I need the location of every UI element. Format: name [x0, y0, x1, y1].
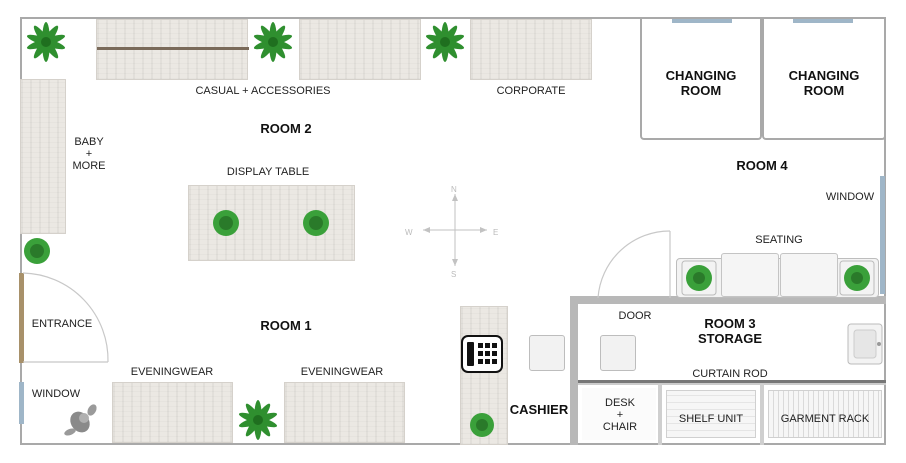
eveningwear-rack-1 [112, 382, 233, 443]
storage-inner-wall-light [578, 383, 886, 385]
casual-rack-1 [96, 19, 249, 80]
storage-top-wall [570, 296, 886, 304]
plant-icon [303, 210, 329, 236]
curtain-rod-label: CURTAIN ROD [692, 368, 768, 380]
cashier-label: CASHIER [509, 402, 569, 417]
eveningwear-label-1: EVENINGWEAR [130, 366, 214, 378]
compass-n: N [451, 185, 457, 194]
compass-e: E [493, 228, 499, 237]
entrance-label: ENTRANCE [31, 318, 93, 330]
eveningwear-label-2: EVENINGWEAR [300, 366, 384, 378]
storage-chair [600, 335, 636, 371]
room-1-label: ROOM 1 [260, 318, 312, 333]
shelf-unit-fixture [666, 390, 756, 438]
room-3-line2: STORAGE [697, 331, 763, 346]
baby-rack [20, 79, 66, 234]
seating-label: SEATING [755, 234, 803, 246]
changing-room-1-line1: CHANGING [665, 68, 737, 83]
corporate-rack [470, 19, 592, 80]
changing-room-2-line1: CHANGING [788, 68, 860, 83]
casual-label: CASUAL + ACCESSORIES [195, 85, 331, 97]
compass-s: S [451, 270, 457, 279]
changing-room-1 [640, 17, 762, 140]
desk-divider [658, 384, 662, 445]
plant-icon [425, 22, 465, 62]
garment-rack-fixture [768, 390, 882, 438]
storage-left-wall [570, 296, 578, 445]
shelf-divider [760, 384, 764, 445]
baby-label-line1: BABY [74, 136, 104, 148]
rack-rail [97, 47, 249, 50]
plant-icon [213, 210, 239, 236]
left-window [19, 382, 24, 424]
plant-icon [238, 400, 278, 440]
entrance-jamb [19, 273, 24, 363]
sofa-seat-2 [780, 253, 838, 297]
entrance-door-swing [22, 272, 109, 363]
shelf-unit-label: SHELF UNIT [678, 413, 744, 425]
changing-window-1 [672, 19, 732, 23]
desk-label-line3: CHAIR [602, 421, 638, 433]
room-4-label: ROOM 4 [736, 158, 788, 173]
cash-register-icon [461, 335, 503, 373]
casual-rack-2 [299, 19, 421, 80]
corporate-label: CORPORATE [496, 85, 566, 97]
baby-label-line3: MORE [72, 160, 106, 172]
changing-room-2-line2: ROOM [803, 83, 845, 98]
sofa-seat-1 [721, 253, 779, 297]
storage-door-swing [597, 230, 671, 299]
room-3-line1: ROOM 3 [704, 316, 756, 331]
changing-room-2 [762, 17, 886, 140]
changing-window-2 [793, 19, 853, 23]
plant-icon [470, 413, 494, 437]
changing-room-1-line2: ROOM [680, 83, 722, 98]
compass-icon [423, 194, 487, 266]
desk-label-line2: + [616, 409, 624, 421]
sink-icon [847, 323, 883, 365]
plant-icon [253, 22, 293, 62]
desk-fixture [582, 388, 656, 440]
window-left-label: WINDOW [31, 388, 81, 400]
room-2-label: ROOM 2 [260, 121, 312, 136]
window-right-label: WINDOW [825, 191, 875, 203]
cashier-chair [529, 335, 565, 371]
plant-icon [681, 260, 717, 296]
garment-rack-label: GARMENT RACK [780, 413, 870, 425]
eveningwear-rack-2 [284, 382, 405, 443]
person-icon [64, 404, 97, 436]
desk-label-line1: DESK [605, 397, 635, 409]
compass-w: W [405, 228, 413, 237]
storage-inner-wall [578, 380, 886, 383]
plant-icon [839, 260, 875, 296]
right-window [880, 176, 885, 294]
plant-icon [26, 22, 66, 62]
display-table-label: DISPLAY TABLE [226, 166, 310, 178]
door-label: DOOR [618, 310, 652, 322]
plant-icon [24, 238, 50, 264]
baby-label-line2: + [85, 148, 93, 160]
